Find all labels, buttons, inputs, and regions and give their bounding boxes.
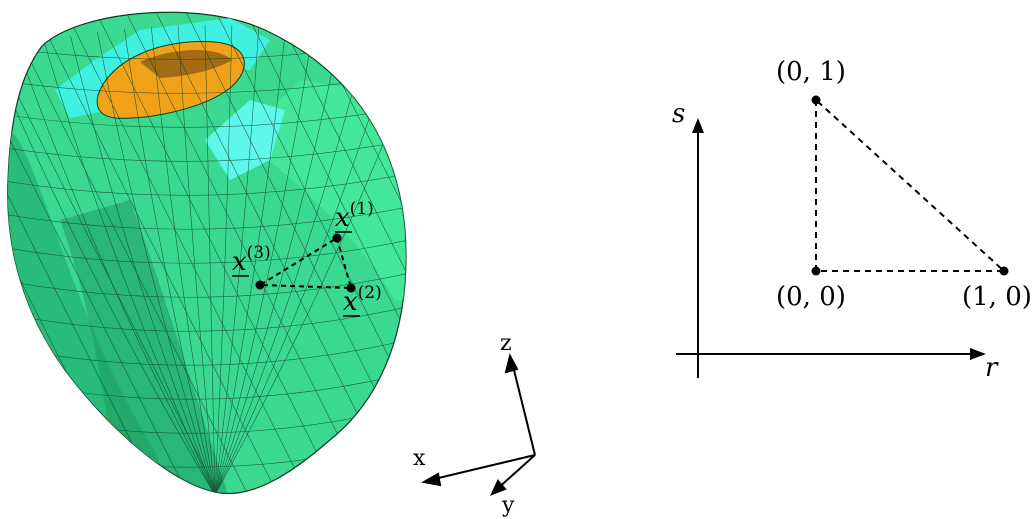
vertex-0-0-label: (0, 0) bbox=[776, 282, 846, 312]
mesh-edge bbox=[214, 26, 260, 494]
inner-opening-shadow bbox=[140, 50, 232, 78]
point-x3-marker bbox=[255, 280, 265, 290]
x-axis-label: x bbox=[413, 446, 426, 471]
mesh-edge bbox=[7, 12, 261, 494]
mesh-edge bbox=[29, 12, 291, 494]
y-axis-line bbox=[495, 454, 536, 491]
z-axis-label: z bbox=[500, 331, 512, 356]
mesh-edge bbox=[7, 12, 171, 494]
vertex-1-0-marker bbox=[999, 266, 1009, 276]
point-x2-marker bbox=[346, 283, 356, 293]
mesh-edge bbox=[239, 12, 406, 494]
r-axis-arrowhead bbox=[970, 348, 986, 360]
mesh-edge bbox=[119, 12, 381, 494]
point-x3-label: x(3) bbox=[232, 243, 271, 277]
mesh-edge bbox=[7, 133, 406, 162]
mesh-darker-band bbox=[60, 200, 230, 494]
mesh-edge bbox=[540, 0, 800, 519]
vertex-0-1-marker bbox=[811, 95, 821, 105]
mesh-body: x(1) x(2) x(3) bbox=[7, 0, 980, 519]
y-axis-arrowhead bbox=[490, 479, 507, 496]
cyan-patch-side bbox=[205, 100, 285, 180]
z-axis-arrowhead bbox=[504, 353, 519, 374]
y-axis-label: y bbox=[501, 493, 515, 518]
r-axis-label: r bbox=[985, 353, 999, 383]
reference-triangle-plot: s r (0, 1) (0, 0) (1, 0) bbox=[672, 57, 1032, 383]
mesh-edge bbox=[420, 0, 680, 519]
mesh-edge bbox=[7, 298, 406, 332]
mesh-edge bbox=[89, 12, 351, 494]
mesh-edge bbox=[7, 199, 406, 230]
mesh-edge bbox=[214, 32, 313, 494]
x-axis-line bbox=[429, 454, 536, 481]
reference-triangle bbox=[815, 97, 1007, 272]
mesh-edge bbox=[510, 0, 770, 519]
s-axis-label: s bbox=[672, 99, 685, 129]
z-axis-line bbox=[511, 361, 536, 456]
mesh-edge bbox=[7, 265, 406, 298]
mesh-edge bbox=[630, 0, 890, 519]
mesh-edge bbox=[450, 0, 710, 519]
vertex-1-0-label: (1, 0) bbox=[962, 282, 1032, 312]
vertex-0-0-marker bbox=[811, 266, 821, 276]
mesh-edge bbox=[59, 12, 321, 494]
mesh-edge bbox=[720, 0, 980, 519]
mesh-edge bbox=[214, 40, 367, 494]
coordinate-axes-3d bbox=[421, 353, 536, 496]
mesh-edge bbox=[480, 0, 740, 519]
point-x2-label: x(2) bbox=[343, 283, 382, 317]
s-axis-arrowhead bbox=[692, 118, 704, 133]
mesh-edge bbox=[7, 232, 406, 264]
mesh-edge bbox=[389, 12, 406, 494]
vertex-0-1-label: (0, 1) bbox=[776, 57, 846, 87]
x-axis-arrowhead bbox=[421, 472, 442, 487]
mesh-edge bbox=[7, 12, 201, 494]
mesh-edge bbox=[214, 29, 286, 494]
point-x1-marker bbox=[332, 233, 342, 243]
mesh-edge bbox=[269, 12, 406, 494]
point-x1-label: x(1) bbox=[335, 199, 374, 233]
mesh-edge bbox=[214, 25, 233, 494]
mesh-edge bbox=[209, 12, 406, 494]
mesh-light-band bbox=[240, 80, 406, 300]
mesh-edge bbox=[7, 166, 406, 196]
mesh-edge bbox=[299, 12, 406, 494]
